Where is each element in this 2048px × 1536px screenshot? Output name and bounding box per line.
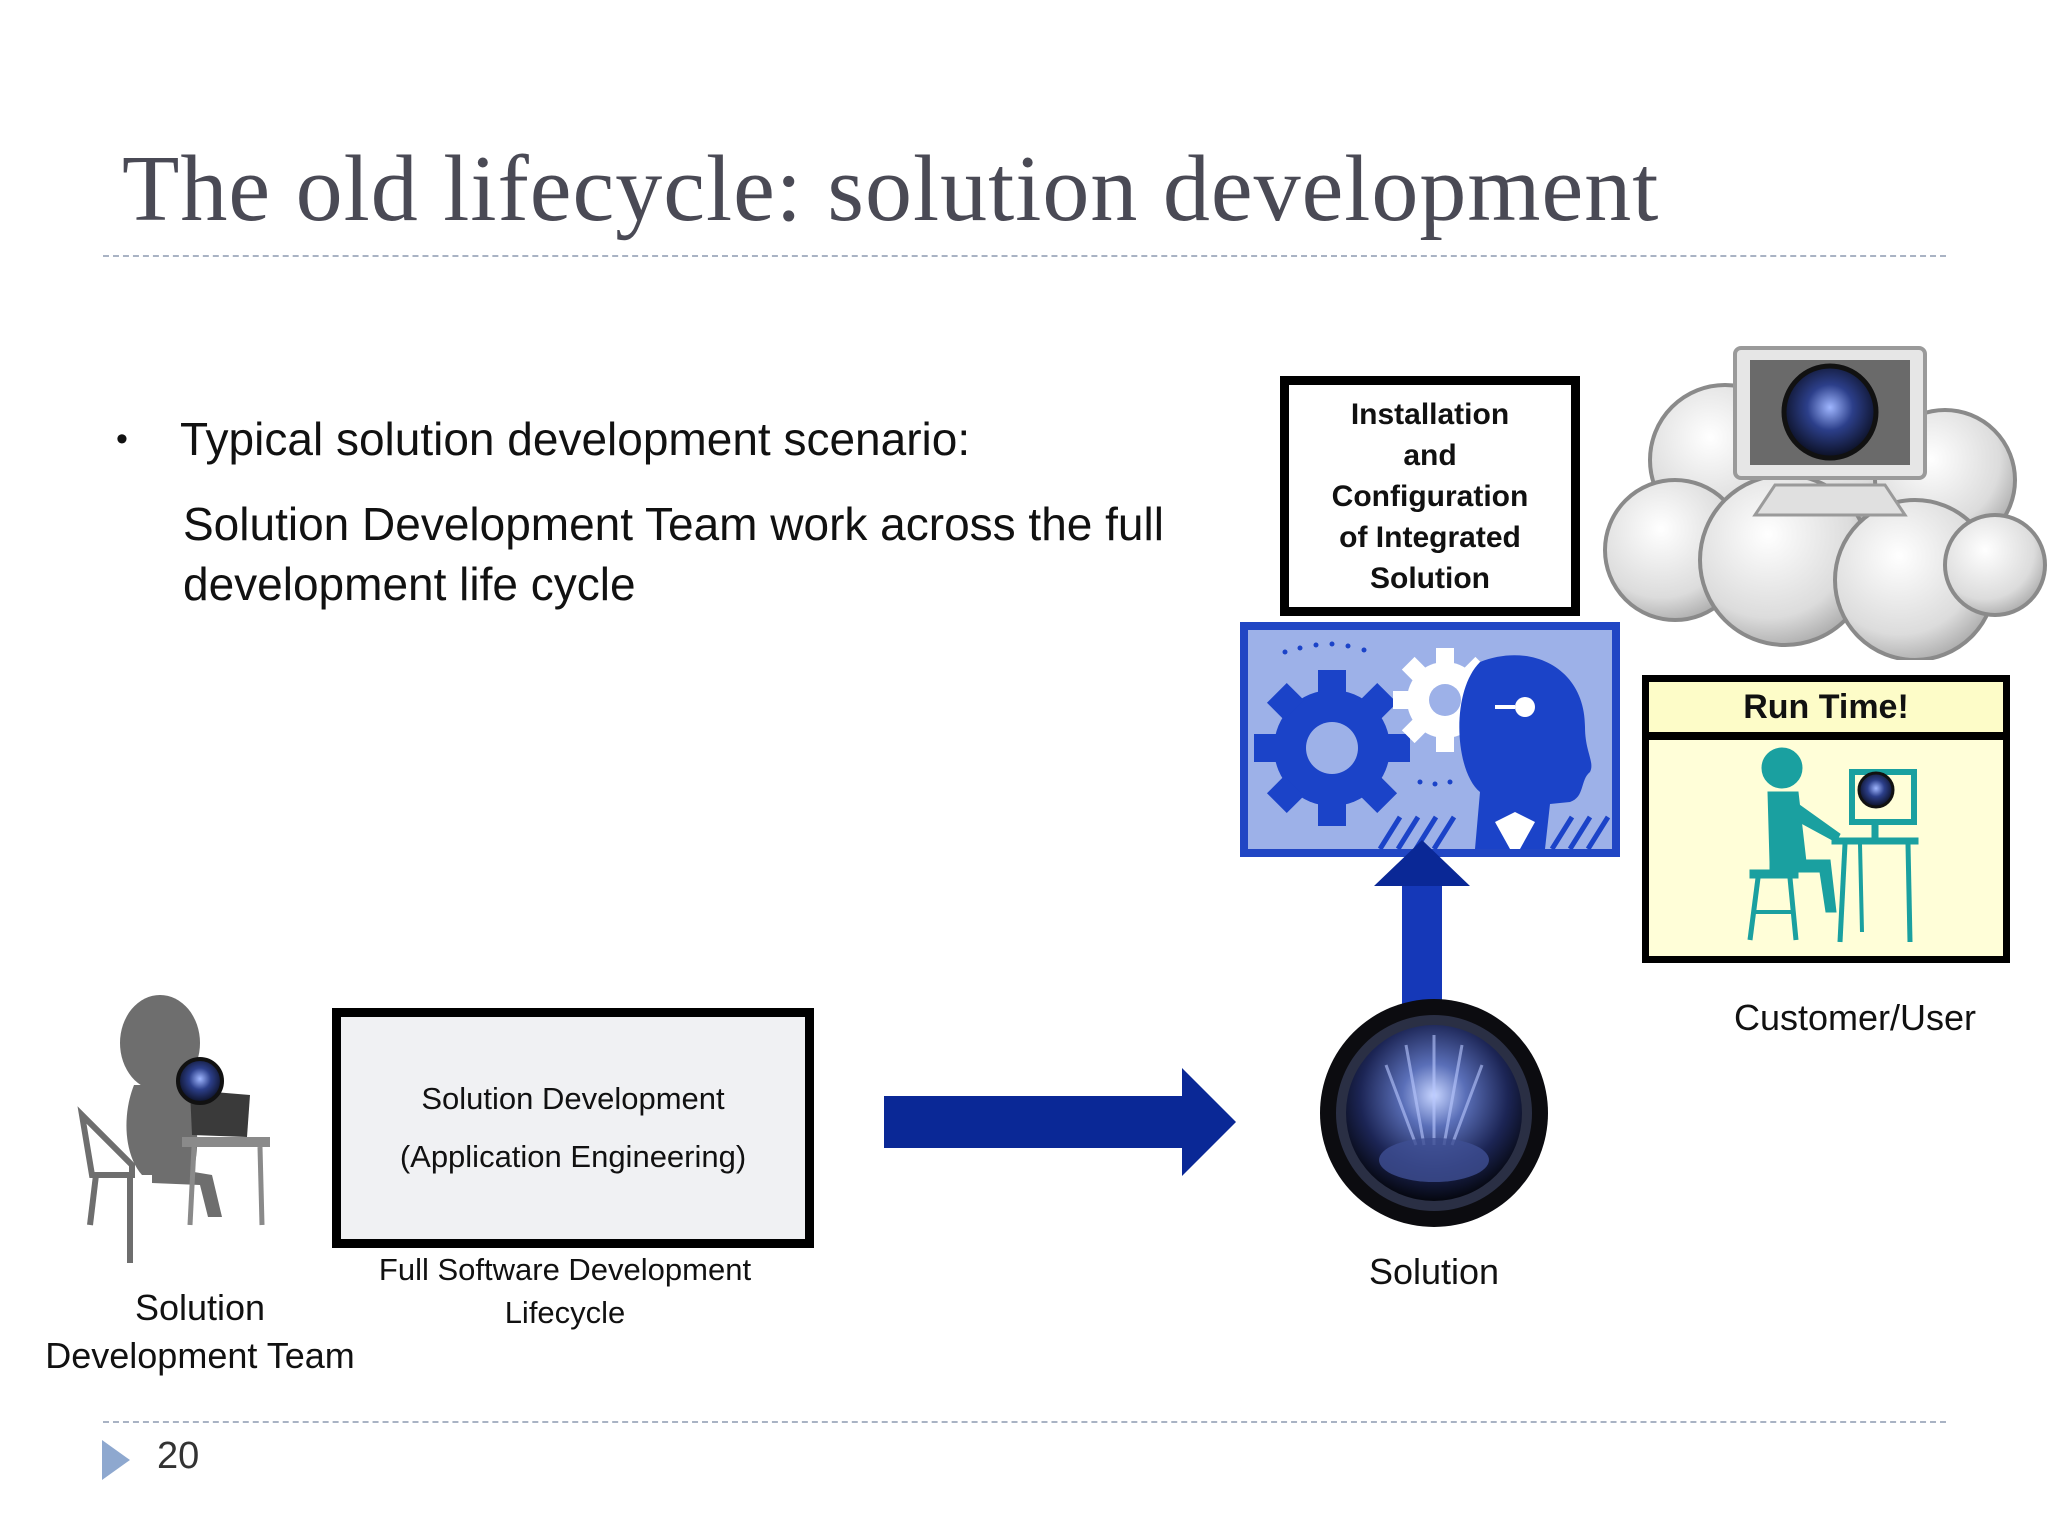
gears-head-icon <box>1240 622 1620 857</box>
solution-label: Solution <box>1368 1251 1500 1292</box>
user-at-desk-icon <box>1747 747 1919 943</box>
bullet-marker: • <box>116 420 128 458</box>
bullet-text: Typical solution development scenario: <box>180 413 971 465</box>
up-arrow-icon <box>1374 840 1470 1008</box>
customer-label: Customer/User <box>1733 997 1977 1038</box>
footer-divider <box>103 1421 1946 1423</box>
dev-box-line1: Solution Development <box>421 1081 725 1116</box>
dev-box-line2: (Application Engineering) <box>399 1139 747 1174</box>
title-divider <box>103 255 1946 257</box>
footer-triangle-icon <box>102 1440 130 1480</box>
runtime-header: Run Time! <box>1642 675 2010 739</box>
right-arrow-icon <box>884 1068 1236 1176</box>
runtime-panel <box>1642 733 2010 963</box>
solution-development-box: Solution Development (Application Engine… <box>332 1008 814 1248</box>
slide-title: The old lifecycle: solution development <box>122 137 1660 241</box>
cloud-computer-icon <box>1603 346 2047 660</box>
dev-box-caption: Full Software Development Lifecycle <box>378 1252 752 1330</box>
installation-box: Installation and Configuration of Integr… <box>1280 376 1580 616</box>
page-number: 20 <box>157 1435 200 1477</box>
team-label: Solution Development Team <box>45 1287 355 1376</box>
solution-lens-icon <box>1320 999 1548 1227</box>
body-text: Solution Development Team work across th… <box>183 498 1164 610</box>
developer-figure-icon <box>77 995 270 1263</box>
installation-box-label: Installation and Configuration of Integr… <box>1331 397 1529 595</box>
